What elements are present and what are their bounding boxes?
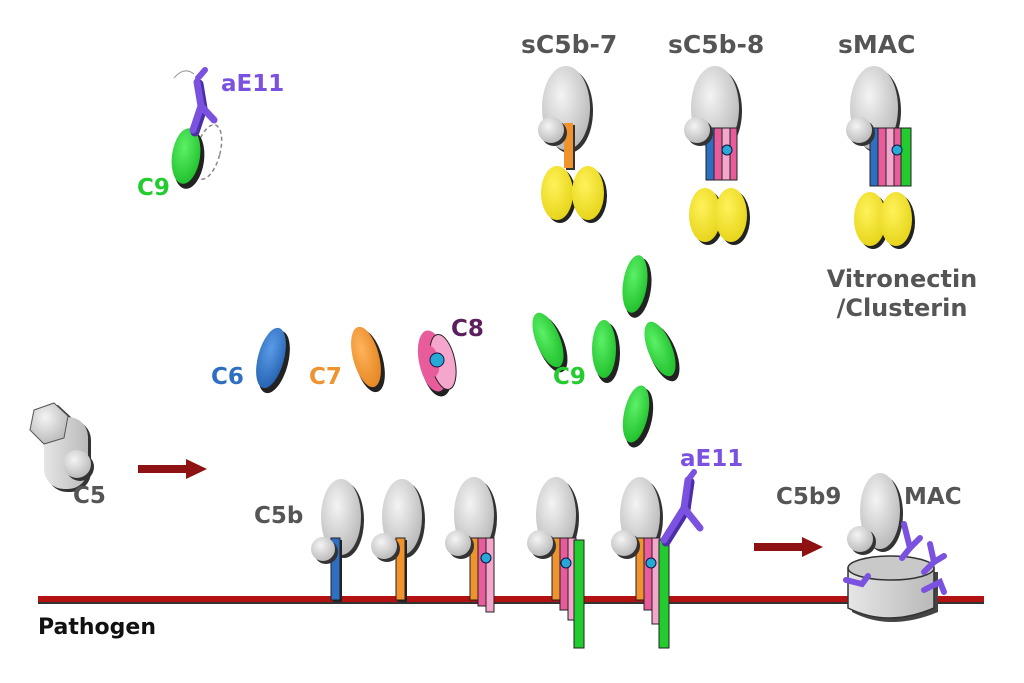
c8-protein <box>417 330 457 397</box>
label-c5b9: C5b9 <box>776 484 842 510</box>
sc5b7-complex <box>538 66 607 223</box>
pathogen-membrane <box>38 596 984 604</box>
label-mac: MAC <box>904 484 962 510</box>
c7-protein <box>351 326 385 393</box>
arrow-c5-to-c5b <box>138 459 207 479</box>
c5-protein <box>29 402 94 492</box>
label-c6: C6 <box>211 364 244 390</box>
sc5b8-complex <box>684 66 750 245</box>
label-c9-mid: C9 <box>553 364 586 390</box>
label-vitronectin-clusterin: Vitronectin /Clusterin <box>802 265 1002 323</box>
c5b8-complex-membrane <box>445 477 497 613</box>
c9-with-ae11-top <box>171 67 223 189</box>
c5b6-complex <box>311 479 364 602</box>
c5b9-inserting-complex <box>527 477 585 649</box>
c5b7-complex-membrane <box>371 479 425 602</box>
label-ae11-bottom: aE11 <box>680 446 744 472</box>
label-c8: C8 <box>451 316 484 342</box>
c5b9-ae11-complex <box>611 469 704 649</box>
label-c5b: C5b <box>254 503 304 529</box>
label-c7: C7 <box>309 364 342 390</box>
smac-complex <box>846 66 915 249</box>
label-vitronectin: Vitronectin <box>826 265 978 293</box>
label-sc5b8: sC5b-8 <box>668 30 765 59</box>
mac-pore <box>843 473 947 622</box>
label-sc5b7: sC5b-7 <box>521 30 618 59</box>
label-clusterin: /Clusterin <box>836 293 968 322</box>
label-c9-top: C9 <box>137 175 170 201</box>
label-pathogen: Pathogen <box>38 615 157 640</box>
label-c5: C5 <box>73 483 106 509</box>
arrow-to-mac <box>754 537 823 557</box>
c9-cluster <box>532 255 680 448</box>
c6-protein <box>256 327 290 394</box>
label-smac: sMAC <box>838 30 916 59</box>
label-ae11-top: aE11 <box>221 71 285 97</box>
